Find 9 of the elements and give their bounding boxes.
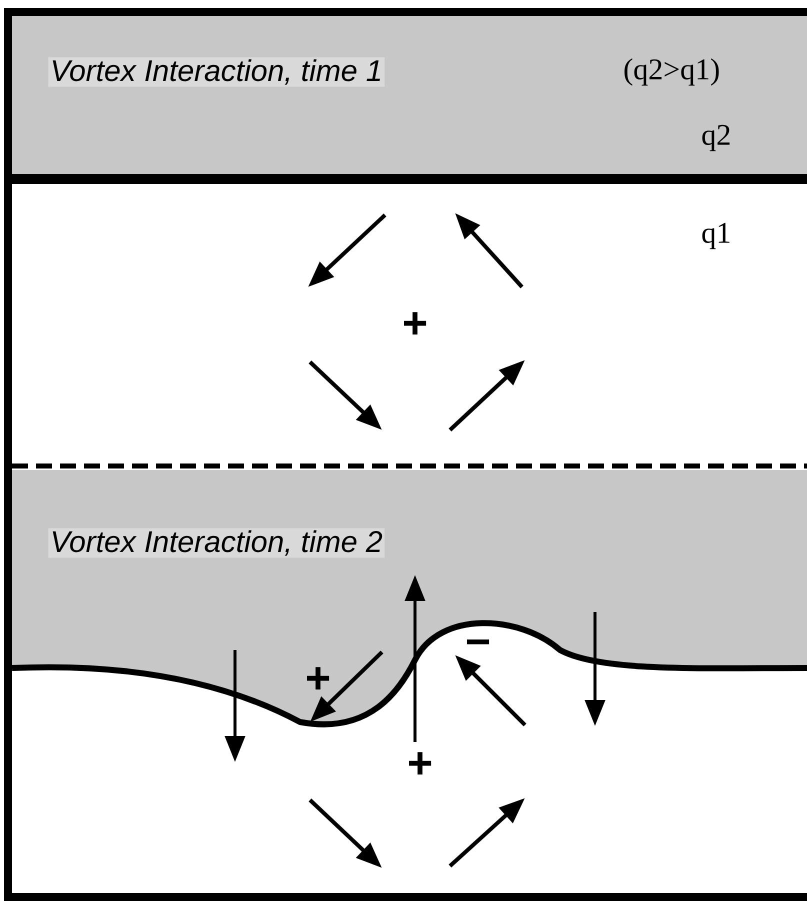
potential-vorticity-label: q2 [702, 124, 730, 152]
panel-title: Vortex Interaction, time 1 [48, 57, 385, 87]
potential-vorticity-label: q1 [702, 222, 730, 250]
vorticity-sign: + [404, 312, 426, 334]
vorticity-sign: − [466, 640, 490, 644]
vorticity-sign: + [409, 752, 432, 774]
panel-title: Vortex Interaction, time 2 [48, 528, 385, 558]
potential-vorticity-label: (q2>q1) [624, 58, 719, 86]
vorticity-sign: + [307, 667, 330, 690]
